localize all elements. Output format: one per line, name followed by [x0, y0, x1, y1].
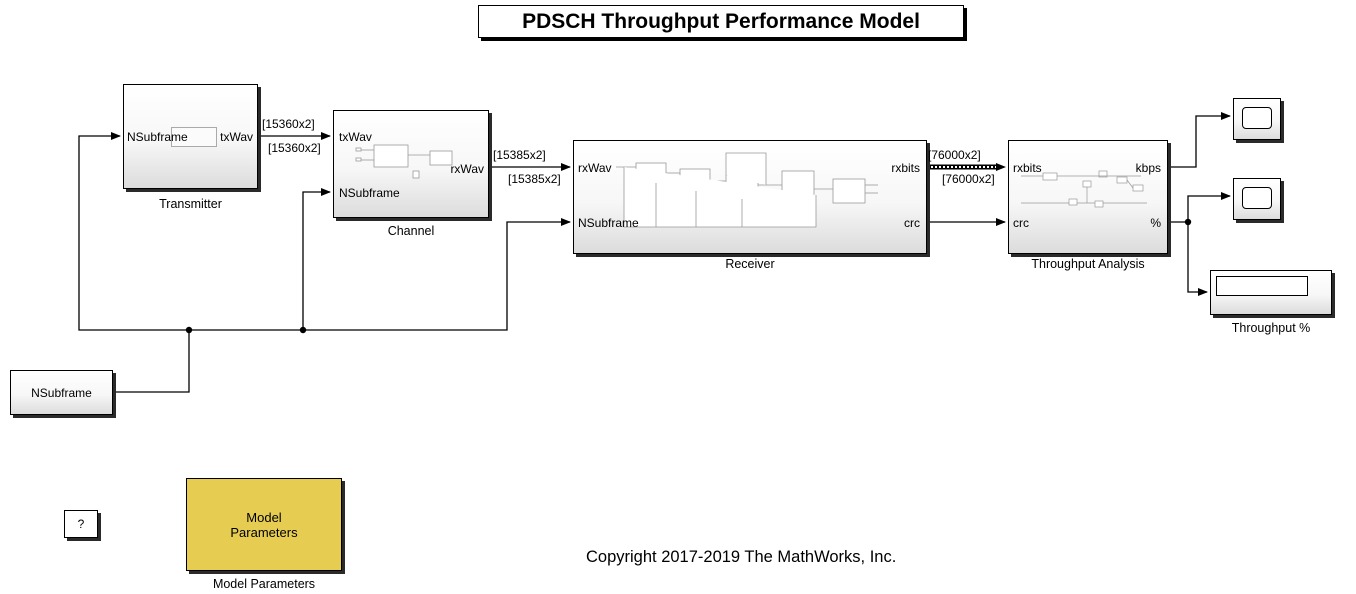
channel-in-port-nsubframe: NSubframe — [339, 186, 400, 200]
transmitter-subsystem-preview — [171, 127, 217, 147]
receiver-out-port-crc: crc — [904, 216, 920, 230]
junction-dot — [185, 326, 193, 334]
receiver-in-port-rxwav: rxWav — [578, 161, 612, 175]
throughput-analysis-out-port-percent: % — [1150, 216, 1161, 230]
throughput-display-block[interactable] — [1210, 270, 1332, 315]
wire-nsubframe-source — [113, 330, 190, 393]
channel-caption: Channel — [387, 224, 435, 238]
model-title: PDSCH Throughput Performance Model — [478, 5, 964, 38]
model-parameters-block[interactable]: Model Parameters — [186, 478, 342, 571]
receiver-block[interactable]: rxWav NSubframe rxbits crc — [573, 140, 927, 254]
transmitter-block[interactable]: NSubframe txWav — [123, 84, 258, 189]
receiver-out-port-rxbits: rxbits — [891, 161, 920, 175]
scope-screen-icon — [1242, 187, 1272, 209]
receiver-caption: Receiver — [725, 257, 775, 271]
throughput-analysis-caption: Throughput Analysis — [1031, 257, 1145, 271]
wire-kbps — [1168, 112, 1231, 168]
throughput-analysis-subsystem-preview — [1021, 170, 1147, 208]
signal-dim-receiver-in: [15385x2] — [508, 172, 561, 186]
junction-dot — [1184, 218, 1192, 226]
wire-bus-right — [303, 218, 571, 331]
throughput-analysis-in-port-crc: crc — [1013, 216, 1029, 230]
model-parameters-label-line1: Model — [246, 509, 282, 525]
transmitter-in-port: NSubframe — [127, 130, 188, 144]
transmitter-out-port: txWav — [220, 130, 253, 144]
signal-dim-receiver-out: [76000x2] — [928, 148, 981, 162]
channel-block[interactable]: txWav NSubframe rxWav — [333, 110, 489, 218]
throughput-analysis-block[interactable]: rxbits crc kbps % — [1008, 140, 1168, 254]
wire-percent-scope — [1187, 192, 1231, 222]
model-parameters-label-line2: Parameters — [230, 524, 298, 540]
display-readout — [1216, 276, 1308, 296]
junction-dot — [299, 326, 307, 334]
kbps-scope-block[interactable] — [1233, 98, 1281, 140]
help-block[interactable]: ? — [64, 510, 98, 538]
percent-scope-block[interactable] — [1233, 178, 1281, 220]
signal-dim-tx-out: [15360x2] — [262, 117, 315, 131]
receiver-subsystem-preview — [616, 152, 878, 228]
channel-subsystem-preview — [355, 144, 453, 179]
throughput-analysis-in-port-rxbits: rxbits — [1013, 161, 1042, 175]
signal-dim-channel-in: [15360x2] — [268, 141, 321, 155]
scope-screen-icon — [1242, 107, 1272, 129]
throughput-display-caption: Throughput % — [1231, 321, 1311, 335]
model-parameters-caption: Model Parameters — [212, 577, 316, 591]
nsubframe-source-block[interactable]: NSubframe — [10, 370, 113, 415]
receiver-in-port-nsubframe: NSubframe — [578, 216, 639, 230]
wire-bus-left — [78, 132, 189, 331]
throughput-analysis-out-port-kbps: kbps — [1135, 161, 1161, 175]
channel-out-port-rxwav: rxWav — [450, 162, 484, 176]
signal-dim-analysis-in: [76000x2] — [942, 172, 995, 186]
signal-dim-channel-out: [15385x2] — [493, 148, 546, 162]
transmitter-caption: Transmitter — [159, 197, 222, 211]
nsubframe-source-label: NSubframe — [31, 385, 92, 400]
channel-in-port-txwav: txWav — [339, 130, 372, 144]
wire-bus-mid — [189, 188, 331, 331]
copyright-text: Copyright 2017-2019 The MathWorks, Inc. — [586, 548, 897, 566]
wire-rxbits-bus — [927, 163, 1006, 171]
wire-percent-display — [1187, 222, 1208, 296]
